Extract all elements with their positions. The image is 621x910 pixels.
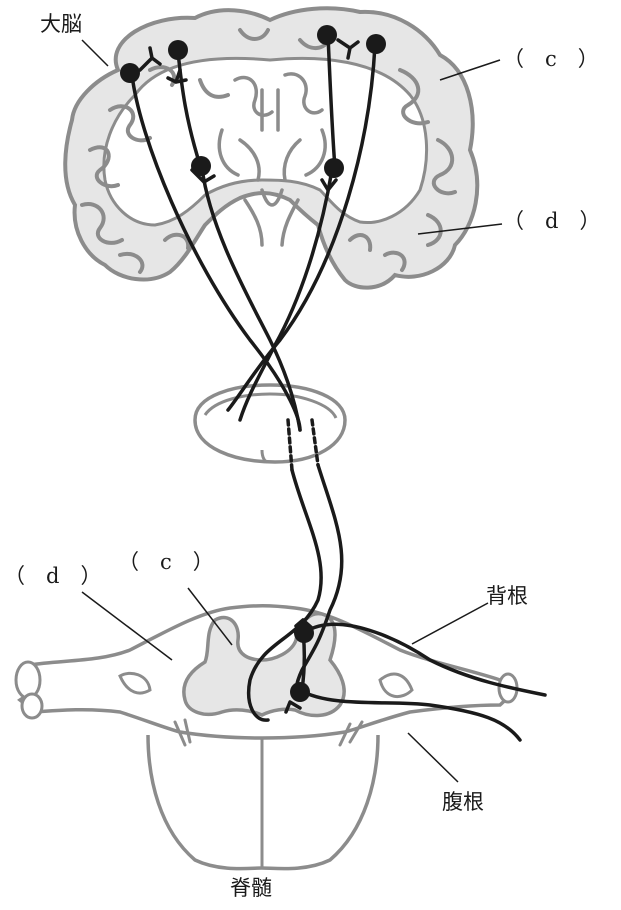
label-brain-c: （ c ） [503, 49, 599, 70]
neuron-soma-brain-4 [317, 25, 337, 45]
label-cord-d: （ d ） [4, 566, 101, 587]
neuron-soma-brain-5 [366, 34, 386, 54]
label-spinal-cord: 脊髄 [230, 878, 272, 899]
brainstem-slice [195, 385, 345, 462]
label-cord-c: （ c ） [118, 552, 214, 573]
neuron-soma-brain-6 [324, 158, 344, 178]
leader-ventral-root [408, 733, 458, 782]
neuron-soma-brain-1 [120, 63, 140, 83]
label-ventral-root: 腹根 [442, 792, 484, 813]
leader-brain [82, 40, 108, 66]
label-brain: 大脳 [40, 14, 82, 35]
label-dorsal-root: 背根 [486, 586, 528, 607]
neuron-soma-brain-3 [191, 156, 211, 176]
spinal-cord [16, 606, 517, 869]
leader-dorsal-root [412, 603, 488, 644]
neuron-soma-cord-1 [294, 623, 314, 643]
neuron-soma-brain-2 [168, 40, 188, 60]
brain-cross-section [65, 8, 477, 287]
label-brain-d: （ d ） [503, 211, 600, 232]
neuron-soma-cord-2 [290, 682, 310, 702]
